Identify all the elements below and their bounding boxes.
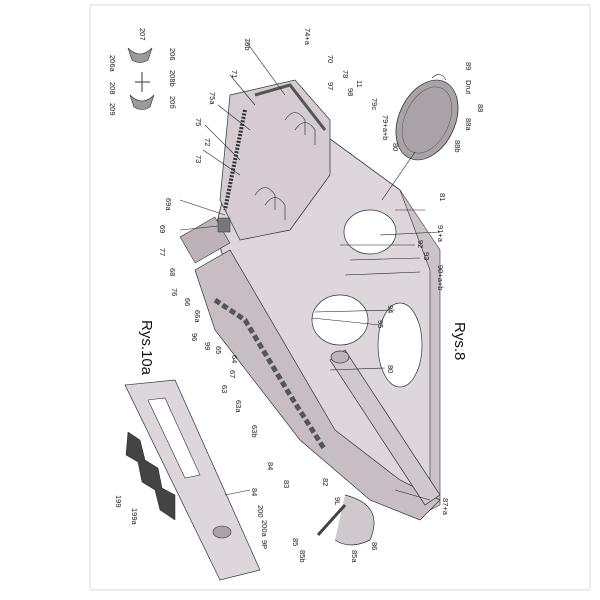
leader-lines xyxy=(179,39,441,501)
label-11: 11 xyxy=(355,80,364,88)
part-207 xyxy=(127,47,153,63)
label-86: 86 xyxy=(370,542,379,550)
label-92: 92 xyxy=(416,240,425,248)
part-85 xyxy=(316,503,347,537)
hatch-arrow xyxy=(381,151,416,201)
label-63: 63 xyxy=(220,385,229,393)
deck-handle-1 xyxy=(284,112,306,135)
label-207: 207 xyxy=(138,28,147,41)
label-96: 96 xyxy=(190,333,199,341)
label-75a: 75a xyxy=(208,92,217,105)
exhaust-tube-end xyxy=(330,350,350,364)
label-90ab: 90+a+b xyxy=(436,265,445,290)
label-84-left: 84 xyxy=(266,462,275,470)
page-frame xyxy=(89,4,591,591)
label-99: 99 xyxy=(203,342,212,350)
hatch-handle xyxy=(431,74,447,81)
label-88: 88 xyxy=(476,104,485,112)
round-hatch xyxy=(395,79,459,161)
label-73: 73 xyxy=(194,155,203,163)
label-75: 75 xyxy=(194,118,203,126)
label-83: 83 xyxy=(282,480,291,488)
strip-grommet xyxy=(212,525,232,539)
deck-handle-2 xyxy=(294,122,316,145)
label-74a: 74+a xyxy=(303,28,312,46)
label-94: 94 xyxy=(386,305,395,313)
opening-middle xyxy=(311,294,369,346)
label-71: 71 xyxy=(230,70,239,78)
label-98: 98 xyxy=(346,88,355,96)
label-85a: 85a xyxy=(350,550,359,563)
label-9L: 9L xyxy=(333,497,342,505)
label-76: 76 xyxy=(170,288,179,296)
figure-title-rys10a: Rys.10a xyxy=(138,320,155,376)
deck-rail-top xyxy=(254,83,327,131)
label-91a: 91+a xyxy=(436,225,445,243)
label-200: 200 xyxy=(256,505,265,518)
label-66a: 66a xyxy=(193,310,202,323)
label-77: 77 xyxy=(158,248,167,256)
label-82: 82 xyxy=(321,478,330,486)
label-78: 78 xyxy=(341,70,350,78)
label-200a: 200a xyxy=(260,520,269,538)
upper-deck-plate xyxy=(219,79,331,241)
label-72: 72 xyxy=(203,138,212,146)
part-209 xyxy=(129,94,155,110)
label-97: 97 xyxy=(326,82,335,90)
strip-teeth xyxy=(125,431,176,521)
label-80-top: 80 xyxy=(391,143,400,151)
label-209: 209 xyxy=(108,103,117,116)
label-88a: 88a xyxy=(464,118,473,131)
label-85b: 85b xyxy=(298,550,307,563)
label-75b: 75b xyxy=(243,38,252,51)
label-63a: 63a xyxy=(234,400,243,413)
label-63b: 63b xyxy=(250,425,259,438)
label-89: 89 xyxy=(464,62,473,70)
label-79c: 79c xyxy=(370,98,379,110)
deck-handle-3 xyxy=(254,187,276,210)
label-9P: 9P xyxy=(260,540,269,549)
label-95: 95 xyxy=(376,320,385,328)
figure-title-rys8: Rys.8 xyxy=(451,322,468,360)
label-70: 70 xyxy=(326,55,335,63)
label-206a: 206a xyxy=(108,55,117,73)
opening-upper xyxy=(343,209,397,255)
label-199a: 199a xyxy=(130,508,139,526)
label-208: 208 xyxy=(108,82,117,95)
label-69: 69 xyxy=(158,225,167,233)
label-67: 67 xyxy=(228,370,237,378)
label-208b: 208b xyxy=(168,70,177,87)
label-199: 199 xyxy=(114,495,123,508)
label-88b: 88b xyxy=(453,140,462,153)
label-64: 64 xyxy=(230,355,239,363)
label-65: 65 xyxy=(214,346,223,354)
label-80-mid: 80 xyxy=(386,365,395,373)
hull-side-face xyxy=(399,189,441,511)
strip-window xyxy=(147,397,201,479)
label-66: 66 xyxy=(183,298,192,306)
opening-lower xyxy=(377,302,423,388)
bracket-69 xyxy=(217,217,231,233)
label-79ab: 79+a+b xyxy=(381,115,390,140)
label-drut: Drut xyxy=(464,80,473,95)
label-69a: 69a xyxy=(164,198,173,211)
label-93: 93 xyxy=(422,252,431,260)
label-84-right: 84 xyxy=(250,488,259,496)
label-85: 85 xyxy=(291,538,300,546)
round-hatch-inner xyxy=(401,86,453,154)
deck-handle-4 xyxy=(264,197,286,220)
label-81: 81 xyxy=(438,193,447,201)
label-87a: 87+a xyxy=(441,498,450,516)
road-wheel-strip xyxy=(213,297,328,452)
label-20b: 20б xyxy=(168,96,177,109)
side-skirt xyxy=(194,249,441,521)
deck-rail-left xyxy=(223,109,247,211)
label-68: 68 xyxy=(168,268,177,276)
label-206: 206 xyxy=(168,48,177,61)
